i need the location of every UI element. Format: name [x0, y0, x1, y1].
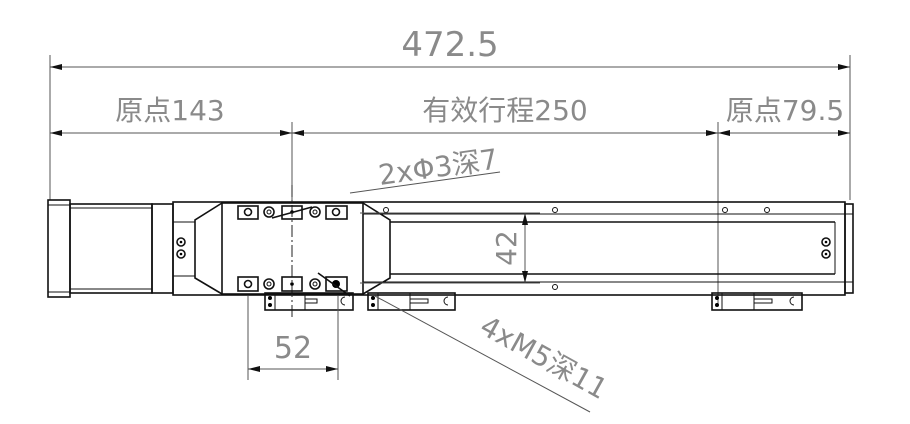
- overall-length-dimension: 472.5: [49, 25, 851, 200]
- origin-right-label: 原点79.5: [726, 94, 844, 127]
- pin-hole-callout: 2xΦ3深7: [349, 143, 501, 194]
- top-bolt-pads: [237, 205, 348, 220]
- tapped-hole-callout: 4xM5深11: [374, 295, 613, 413]
- sensor-bracket: [264, 292, 354, 311]
- tapped-hole-label: 4xM5深11: [475, 309, 613, 406]
- sensor-bracket: [711, 292, 803, 311]
- stroke-dimensions: 原点143 有效行程250 原点79.5: [50, 94, 850, 305]
- origin-left-label: 原点143: [115, 94, 224, 127]
- width-52-dimension: 52: [247, 296, 339, 380]
- carriage: [194, 185, 391, 318]
- height-42-dimension: 42: [360, 212, 540, 284]
- bottom-bolt-pads: [237, 272, 351, 297]
- height-42-label: 42: [490, 230, 523, 266]
- overall-length-label: 472.5: [401, 25, 498, 65]
- pin-hole-label: 2xΦ3深7: [376, 143, 499, 192]
- motor: [47, 199, 174, 298]
- sensor-brackets: [264, 292, 803, 311]
- actuator-body: [172, 201, 854, 296]
- effective-stroke-label: 有效行程250: [422, 94, 587, 127]
- width-52-label: 52: [274, 331, 312, 366]
- sensor-bracket: [367, 292, 456, 311]
